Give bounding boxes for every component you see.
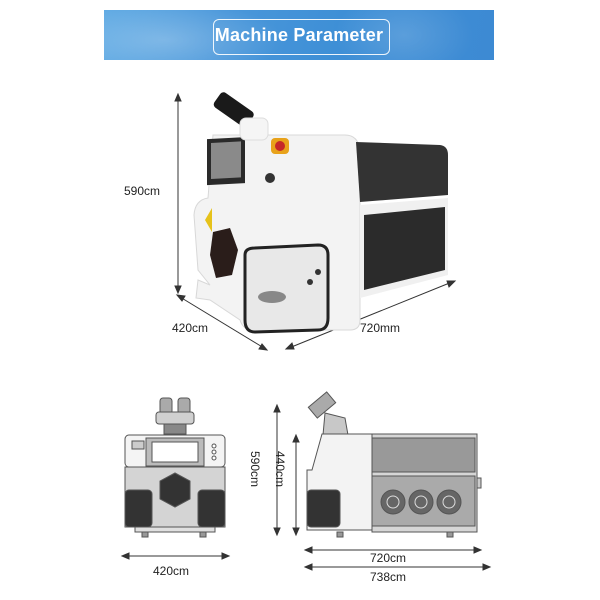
header-banner (104, 10, 494, 60)
length-label: 720mm (360, 321, 401, 335)
page-title: Machine Parameter (214, 25, 384, 45)
body-length-label: 720cm (370, 551, 407, 565)
front-width-label: 420cm (153, 564, 190, 578)
height-label: 590cm (124, 184, 161, 198)
body-height-label: 440cm (273, 450, 288, 488)
title-frame (213, 19, 390, 55)
total-height-label: 590cm (248, 450, 263, 488)
depth-label: 420cm (172, 321, 209, 335)
total-length-label: 738cm (370, 570, 407, 584)
